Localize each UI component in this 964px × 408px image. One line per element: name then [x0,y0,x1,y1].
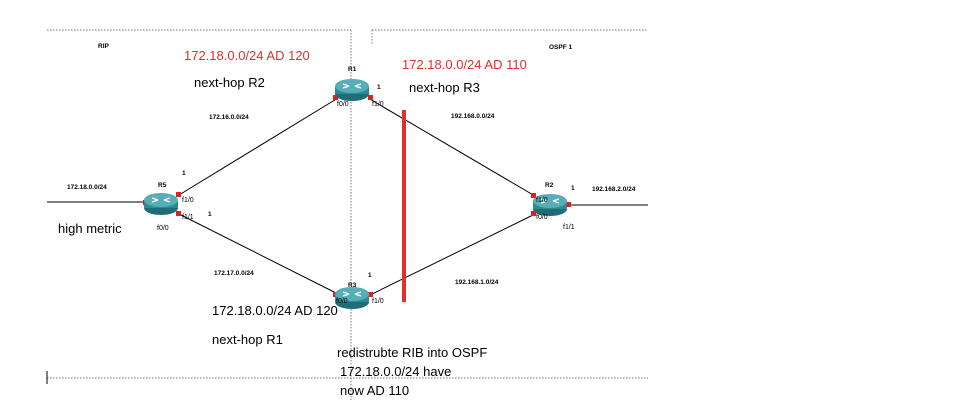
r5-f11-label: f1/1 [182,214,194,221]
r3-f10-label: f1/0 [372,298,384,305]
port-dot [333,95,338,100]
rip-nexthop-annotation: next-hop R2 [194,75,265,90]
port-dot [531,193,536,198]
redistribute-annotation-line1: redistrubte RIB into OSPF [337,345,488,360]
r3-route-annotation: 172.18.0.0/24 AD 120 [212,303,338,318]
port-dots [143,95,571,297]
router-r1-icon[interactable] [334,78,370,102]
router-r2-label: R2 [545,182,554,189]
port-dot [531,211,536,216]
r2-f10-label: f1/0 [536,197,548,204]
r1-f10-label: f1/0 [372,101,384,108]
r5-num-top-label: 1 [182,170,186,177]
rip-route-annotation: 172.18.0.0/24 AD 120 [184,48,310,63]
ospf-route-annotation: 172.18.0.0/24 AD 110 [402,57,527,72]
network-r5-r1: 172.16.0.0/24 [209,114,249,121]
port-dot [176,211,181,216]
r5-f00-label: f0/0 [157,225,169,232]
r2-f00-label: f0/0 [536,214,548,221]
redistribute-annotation-line2: 172.18.0.0/24 have [340,364,452,379]
network-r1-r2: 192.168.0.0/24 [451,113,495,120]
port-dot [368,292,373,297]
r1-f00-label: f0/0 [337,101,349,108]
network-r5-r3: 172.17.0.0/24 [214,270,254,277]
network-r5-external: 172.18.0.0/24 [67,184,107,191]
r5-num-bottom-label: 1 [208,211,212,218]
r1-num-label: 1 [377,84,381,91]
port-dot [566,202,571,207]
rip-area-label: RIP [98,43,109,50]
port-dot [176,192,181,197]
port-dot [368,95,373,100]
r2-num-label: 1 [571,185,575,192]
r5-f10-label: f1/0 [182,197,194,204]
network-r3-r2: 192.168.1.0/24 [455,279,499,286]
link-r5-r3 [178,213,339,295]
redistribute-annotation-line3: now AD 110 [340,383,410,398]
r3-nexthop-annotation: next-hop R1 [212,332,283,347]
router-r5-icon[interactable] [143,192,179,216]
r3-f00-label: f0/0 [336,298,348,305]
link-r3-r2 [367,213,536,297]
high-metric-annotation: high metric [58,221,122,236]
link-r1-r2 [367,97,536,197]
r3-num-label: 1 [368,272,372,279]
ospf-nexthop-annotation: next-hop R3 [409,80,480,95]
links [47,97,648,297]
ospf-area-label: OSPF 1 [549,44,573,51]
router-r3-label: R3 [348,282,357,289]
r2-f11-label: f1/1 [563,224,575,231]
area-borders [47,29,648,400]
network-r2-external: 192.168.2.0/24 [592,186,636,193]
router-r1-label: R1 [348,66,357,73]
link-r5-r1 [178,97,339,196]
router-r5-label: R5 [158,182,167,189]
